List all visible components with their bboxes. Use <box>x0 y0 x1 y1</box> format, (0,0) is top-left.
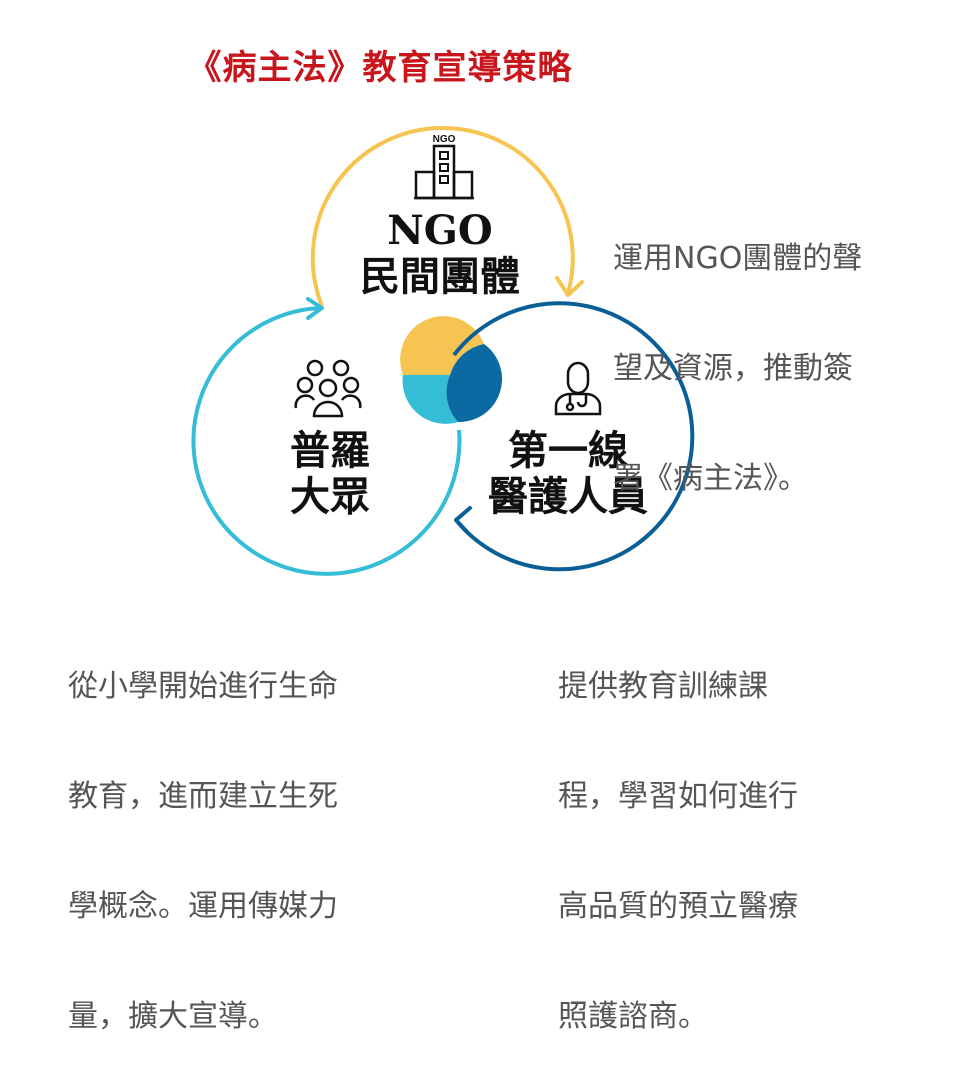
medical-description-line: 程，學習如何進行 <box>558 778 798 814</box>
public-arrow-head <box>306 297 324 320</box>
ngo-building-icon: NGO <box>414 134 474 200</box>
venn-cycle-diagram <box>191 126 695 576</box>
ngo-description-line: 望及資源，推動簽 <box>613 350 853 386</box>
ngo-icon-text: NGO <box>433 134 456 145</box>
ngo-circle-arc <box>310 126 575 307</box>
doctor-icon <box>554 361 602 416</box>
medical-label: 第一線 醫護人員 <box>458 428 678 520</box>
center-overlap <box>400 316 503 424</box>
page-title: 《病主法》教育宣導策略 <box>187 48 573 88</box>
overlap-right <box>446 344 503 423</box>
public-label-line: 普羅 <box>290 427 370 474</box>
public-description-line: 量，擴大宣導。 <box>68 998 278 1034</box>
public-description-line: 學概念。運用傳媒力 <box>68 888 338 924</box>
public-description-line: 從小學開始進行生命 <box>68 669 338 705</box>
ngo-label-line: NGO <box>387 207 493 254</box>
medical-label-line: 第一線 <box>508 427 628 474</box>
public-description: 從小學開始進行生命 教育，進而建立生死 學概念。運用傳媒力 量，擴大宣導。 <box>68 596 338 1072</box>
medical-circle-arc <box>452 301 695 572</box>
public-description-line: 教育，進而建立生死 <box>68 778 338 814</box>
medical-description-line: 提供教育訓練課 <box>558 669 768 705</box>
ngo-label: NGO 民間團體 <box>330 208 550 300</box>
people-group-icon <box>294 359 362 418</box>
ngo-arrow-head <box>555 276 584 297</box>
overlap-left <box>402 375 458 424</box>
public-circle-arc <box>191 306 462 576</box>
ngo-label-line: 民間團體 <box>360 253 520 300</box>
medical-label-line: 醫護人員 <box>488 473 648 520</box>
medical-description-line: 照護諮商。 <box>558 998 708 1034</box>
ngo-description: 運用NGO團體的聲 望及資源，推動簽 署《病主法》。 <box>613 168 862 534</box>
overlap-top <box>400 316 484 375</box>
medical-description-line: 高品質的預立醫療 <box>558 888 798 924</box>
public-label-line: 大眾 <box>290 473 370 520</box>
ngo-description-line: 運用NGO團體的聲 <box>613 241 863 277</box>
medical-arrow-head <box>454 506 472 535</box>
public-label: 普羅 大眾 <box>270 428 390 520</box>
ngo-description-line: 署《病主法》。 <box>613 460 808 496</box>
medical-description: 提供教育訓練課 程，學習如何進行 高品質的預立醫療 照護諮商。 <box>558 596 798 1072</box>
